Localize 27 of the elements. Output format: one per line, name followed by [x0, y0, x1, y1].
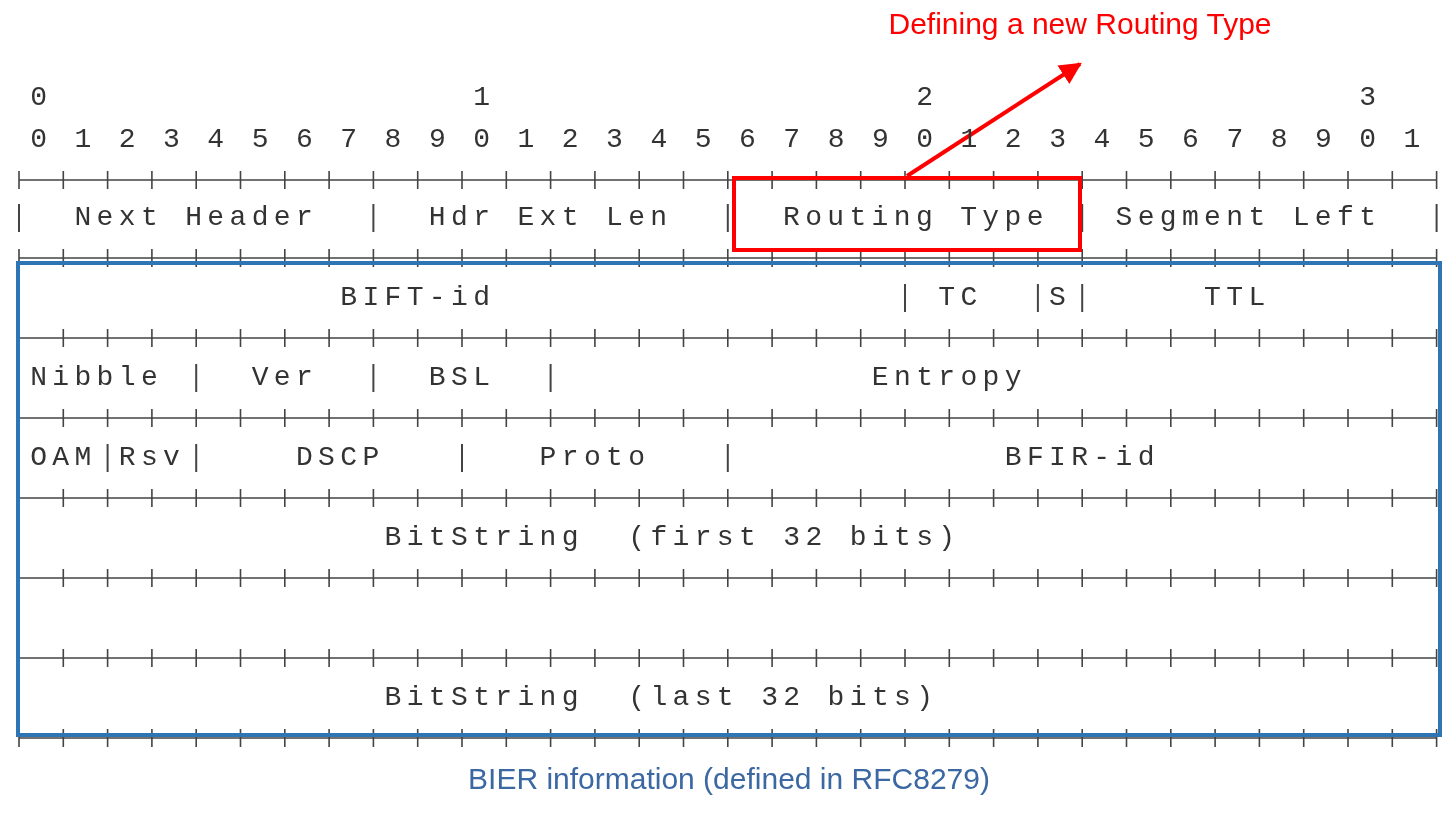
bit-number: 1	[473, 81, 496, 115]
field-name: Routing Type	[783, 201, 1049, 235]
field-name: BitString (last 32 bits)	[384, 681, 939, 715]
field-name: DSCP	[295, 441, 385, 475]
bit-number: 0	[30, 81, 53, 115]
field-name: Segment Left	[1115, 201, 1382, 235]
field-name: Nibble	[30, 361, 164, 395]
field-name: TC	[938, 281, 983, 315]
bit-number: 3	[1359, 81, 1382, 115]
region-caption: BIER information (defined in RFC8279)	[467, 761, 991, 797]
field-name: BSL	[428, 361, 496, 395]
highlight-box	[732, 176, 1082, 252]
field-name: Next Header	[74, 201, 319, 235]
bit-number: 2	[916, 81, 939, 115]
field-name: Proto	[539, 441, 651, 475]
field-name: Entropy	[871, 361, 1027, 395]
field-name: BFIR-id	[1004, 441, 1160, 475]
callout-text: Defining a new Routing Type	[887, 6, 1273, 42]
field-name: Ver	[251, 361, 319, 395]
field-name: BIFT-id	[340, 281, 496, 315]
field-name: OAM	[30, 441, 97, 475]
field-name: S	[1049, 281, 1072, 315]
arrow	[905, 62, 1082, 178]
field-name: Hdr Ext Len	[428, 201, 673, 235]
field-name: Rsv	[118, 441, 186, 475]
field-name: BitString (first 32 bits)	[384, 521, 961, 555]
field-name: TTL	[1204, 281, 1271, 315]
